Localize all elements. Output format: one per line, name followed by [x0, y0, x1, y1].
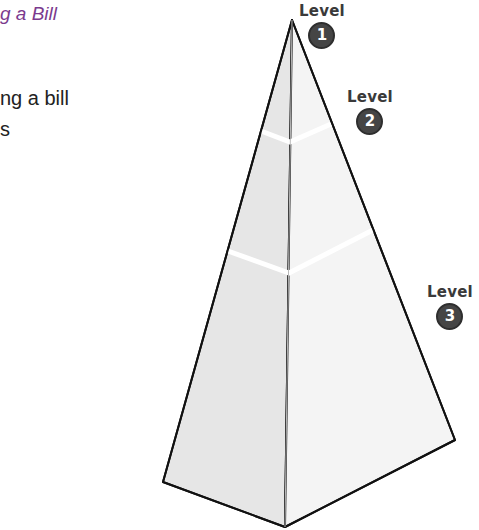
number-circle: 1: [308, 22, 335, 49]
pyramid-outline: [163, 20, 455, 527]
level-heading: Level: [299, 2, 345, 20]
number-circle: 3: [436, 303, 463, 330]
level-heading: Level: [347, 88, 393, 106]
level-divider: [228, 230, 373, 273]
level-badge: Level 2: [347, 88, 393, 135]
text-fragment: ng a bill: [0, 87, 69, 110]
text-fragment: s: [0, 118, 10, 141]
level-heading: Level: [427, 283, 473, 301]
number-circle: 2: [356, 108, 383, 135]
pyramid-left-face: [163, 20, 292, 527]
pyramid-right-face: [285, 20, 455, 527]
level-divider: [261, 124, 331, 142]
level-badge: Level 3: [427, 283, 473, 330]
level-number: 2: [365, 114, 375, 129]
pyramid-front-edge: [285, 20, 292, 527]
level-number: 3: [445, 309, 455, 324]
level-number: 1: [317, 28, 327, 43]
level-badge: Level 1: [299, 2, 345, 49]
heading-fragment: g a Bill: [0, 3, 57, 25]
